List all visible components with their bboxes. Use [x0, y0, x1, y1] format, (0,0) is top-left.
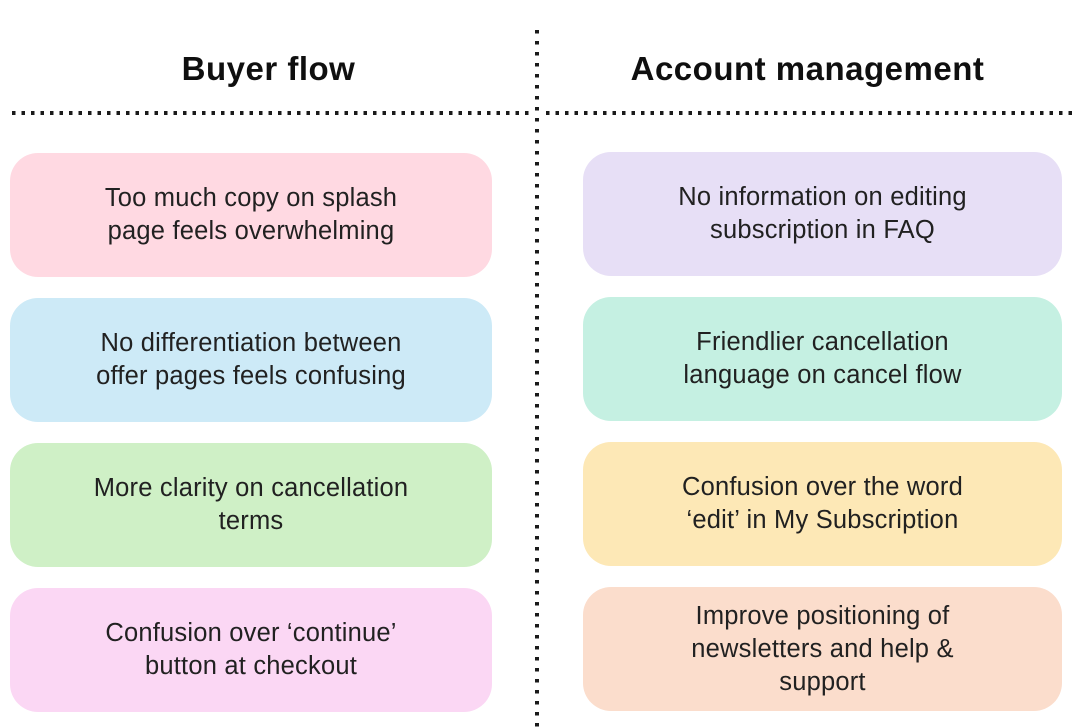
account-management-card-column: No information on editing subscription i…: [583, 152, 1062, 711]
note-card: More clarity on cancellation terms: [10, 443, 492, 567]
column-title-buyer-flow: Buyer flow: [0, 46, 537, 92]
note-card: Improve positioning of newsletters and h…: [583, 587, 1062, 711]
note-card-text: More clarity on cancellation terms: [93, 474, 409, 535]
dotted-column-divider: [535, 30, 539, 728]
dotted-underline-left: [12, 111, 529, 115]
note-card-text: Confusion over ‘continue’ button at chec…: [105, 619, 397, 680]
buyer-flow-card-column: Too much copy on splash page feels overw…: [10, 153, 492, 712]
note-card-text: Improve positioning of newsletters and h…: [691, 601, 954, 696]
note-card-text: No differentiation between offer pages f…: [96, 329, 406, 390]
dotted-underline-right: [546, 111, 1073, 115]
note-card-text: No information on editing subscription i…: [678, 183, 967, 244]
column-title-text: Buyer flow: [181, 50, 356, 87]
column-title-account-management: Account management: [537, 46, 1078, 92]
note-card: Confusion over ‘continue’ button at chec…: [10, 588, 492, 712]
column-title-text: Account management: [630, 50, 985, 87]
note-card-text: Too much copy on splash page feels overw…: [104, 184, 398, 245]
note-card: No information on editing subscription i…: [583, 152, 1062, 276]
note-card-text: Confusion over the word ‘edit’ in My Sub…: [681, 473, 963, 534]
note-card: Too much copy on splash page feels overw…: [10, 153, 492, 277]
note-card: No differentiation between offer pages f…: [10, 298, 492, 422]
note-card-text: Friendlier cancellation language on canc…: [683, 328, 962, 389]
note-card: Confusion over the word ‘edit’ in My Sub…: [583, 442, 1062, 566]
note-card: Friendlier cancellation language on canc…: [583, 297, 1062, 421]
